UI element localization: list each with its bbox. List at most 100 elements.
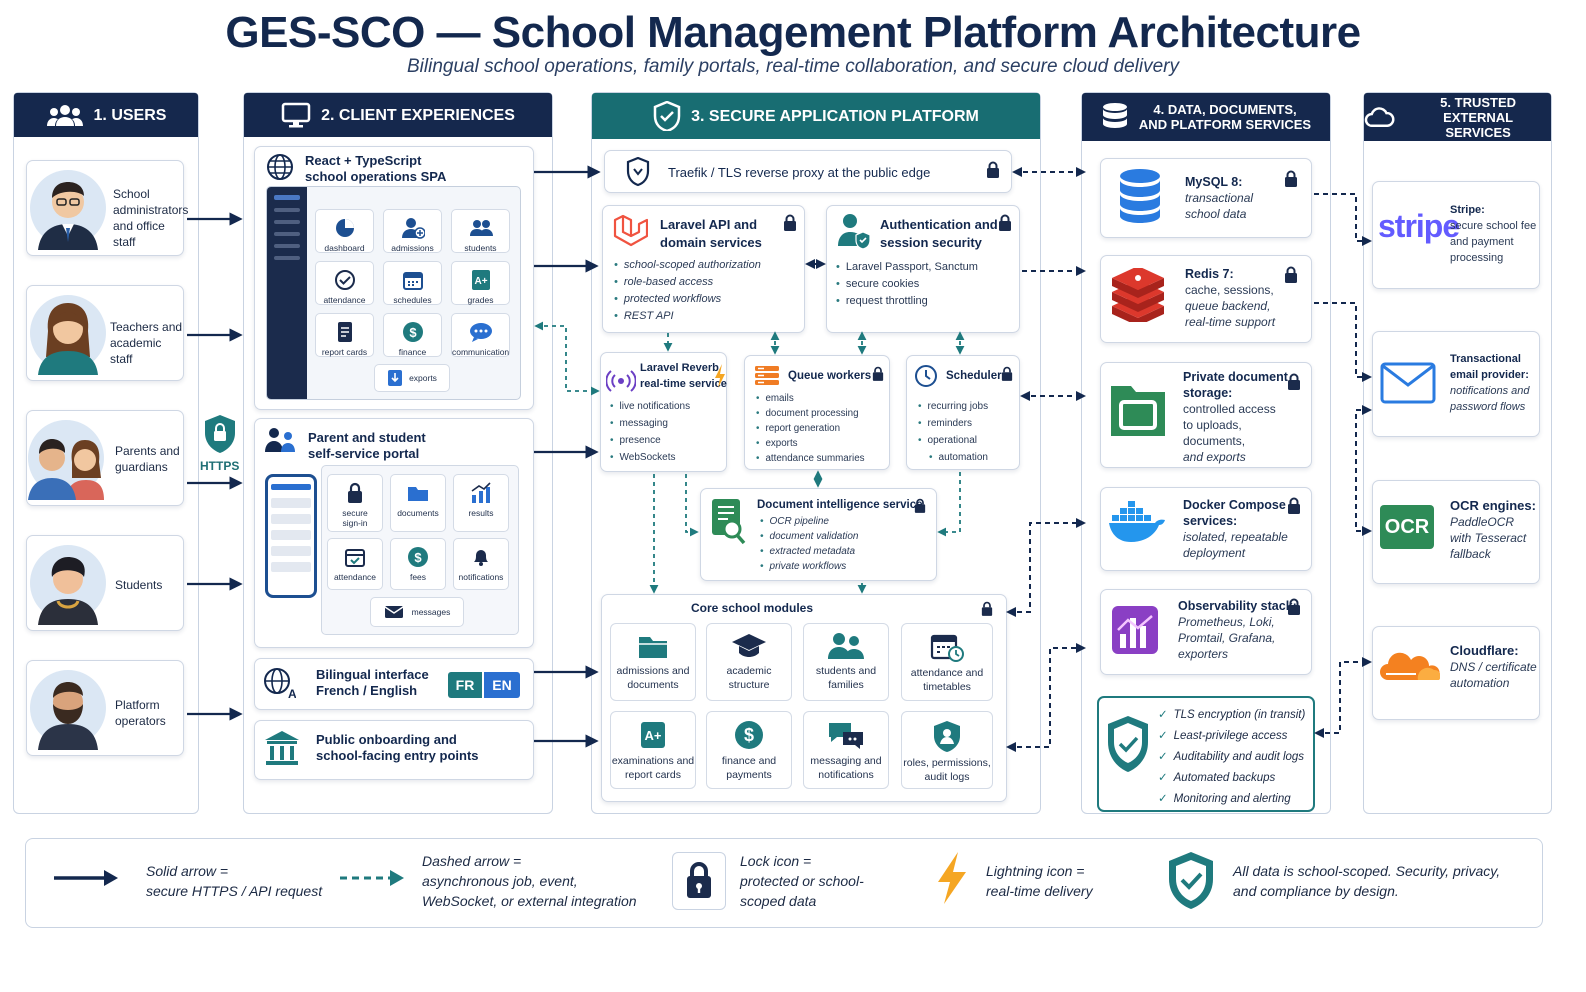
tile-fees[interactable]: $fees [390, 538, 446, 590]
security-shield-icon [1108, 716, 1148, 772]
tile-report-cards[interactable]: report cards [315, 313, 374, 357]
module-roles[interactable]: roles, permissions,audit logs [901, 711, 993, 789]
dashed-scheduler-to-docint [937, 472, 961, 537]
finance-dollar-icon: $ [735, 721, 763, 749]
chat-bubble-icon [469, 323, 492, 342]
docker-lock-icon [1288, 497, 1300, 514]
svg-text:$: $ [744, 725, 754, 745]
legend-solid-text: Solid arrow =secure HTTPS / API request [146, 863, 323, 899]
institution-icon [265, 731, 299, 765]
check-icon: ✓ [1158, 793, 1168, 805]
parents-avatar-icon [28, 420, 104, 500]
teacher-avatar-icon [30, 295, 106, 375]
user-shield-icon [838, 214, 871, 250]
legend-solid-arrow-icon [54, 870, 118, 886]
user-add-icon [401, 218, 425, 239]
tile-messages[interactable]: messages [370, 597, 464, 627]
check-icon: ✓ [1158, 709, 1168, 721]
auth-list: Laravel Passport, Sanctumsecure cookiesr… [836, 259, 978, 310]
queue-title: Queue workers [788, 370, 872, 382]
dollar-icon: $ [402, 322, 423, 342]
database-header-icon [1102, 103, 1127, 128]
exam-a-plus-icon: A+ [641, 722, 665, 748]
traefik-text: Traefik / TLS reverse proxy at the publi… [668, 165, 931, 180]
bar-chart-icon [471, 482, 491, 503]
tile-documents[interactable]: documents [390, 474, 446, 532]
email-card[interactable] [1372, 331, 1540, 437]
tile-dashboard[interactable]: dashboard [315, 209, 374, 253]
page-title: GES-SCO — School Management Platform Arc… [225, 8, 1361, 57]
svg-text:A+: A+ [474, 276, 487, 287]
observability-text: Observability stack:Prometheus, Loki,Pro… [1178, 599, 1297, 661]
ocr-logo: OCR [1380, 505, 1434, 549]
tile-communication[interactable]: communication [451, 313, 510, 357]
svg-text:A: A [288, 687, 296, 700]
lang-fr-badge[interactable]: FR [448, 672, 482, 698]
check-icon: ✓ [1158, 730, 1168, 742]
tile-notifications[interactable]: notifications [453, 538, 509, 590]
legend-lock-box [672, 852, 726, 910]
https-shield-icon [205, 415, 235, 453]
traefik-card[interactable] [604, 150, 1012, 193]
grade-a-plus-icon: A+ [471, 270, 490, 290]
calendar-clock-icon [930, 634, 964, 662]
folder-icon [408, 487, 428, 501]
tile-finance[interactable]: $finance [383, 313, 442, 357]
dashed-mysql-to-stripe [1314, 193, 1372, 246]
families-icon [828, 633, 864, 659]
users-icon [46, 105, 83, 126]
tile-portal-attendance[interactable]: attendance [327, 538, 383, 590]
docker-text: Docker Compose services:isolated, repeat… [1183, 498, 1288, 560]
queue-lock-icon [872, 366, 884, 381]
tile-students[interactable]: students [451, 209, 510, 253]
tile-attendance[interactable]: attendance [315, 261, 374, 305]
dashed-reverb-to-docint [685, 474, 699, 537]
lang-en-badge[interactable]: EN [484, 672, 520, 698]
stripe-card[interactable] [1372, 181, 1540, 289]
monitor-icon [281, 102, 311, 128]
svg-text:$: $ [414, 550, 422, 565]
legend-dashed-text: Dashed arrow =asynchronous job, event,We… [422, 853, 637, 909]
data-title: 4. DATA, DOCUMENTS,AND PLATFORM SERVICES [1138, 102, 1312, 132]
core-lock-icon [981, 601, 993, 616]
tile-admissions[interactable]: admissions [383, 209, 442, 253]
tile-grades[interactable]: A+grades [451, 261, 510, 305]
client-header: 2. CLIENT EXPERIENCES [244, 93, 552, 137]
onboarding-card[interactable] [254, 720, 534, 780]
envelope-icon [384, 606, 404, 618]
docker-whale-icon [1109, 501, 1165, 542]
redis-lock-icon [1285, 266, 1297, 283]
client-title: 2. CLIENT EXPERIENCES [321, 106, 515, 124]
shield-check-icon [653, 101, 681, 131]
phone-screen-lines [271, 484, 311, 572]
report-icon [337, 322, 352, 342]
traefik-lock-icon [987, 161, 999, 178]
admissions-folder-icon [639, 637, 667, 658]
parent-student-icon [265, 428, 295, 452]
fees-dollar-icon: $ [408, 547, 428, 567]
tile-exports[interactable]: exports [374, 364, 450, 392]
tile-schedules[interactable]: schedules [383, 261, 442, 305]
translate-globe-icon: A [264, 668, 296, 700]
cloudflare-cloud-icon [1380, 652, 1440, 680]
legend-dashed-arrow-icon [340, 870, 404, 886]
platform-title: 3. SECURE APPLICATION PLATFORM [691, 107, 979, 125]
tile-results[interactable]: results [453, 474, 509, 532]
